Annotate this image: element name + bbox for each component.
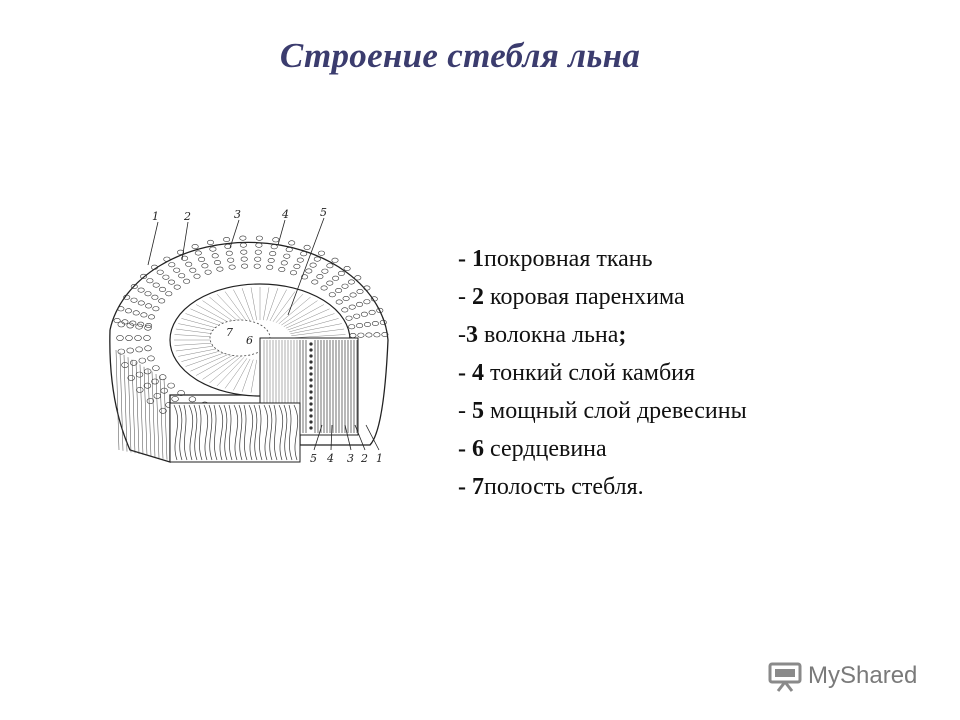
watermark-text: MyShared xyxy=(808,662,918,689)
myshared-watermark: MyShared xyxy=(768,656,938,696)
slide-title: Строение стебля льна xyxy=(279,36,641,75)
legend-dash: - xyxy=(458,246,472,272)
legend-text: мощный слой древесины xyxy=(484,398,747,424)
legend-dash: - xyxy=(458,322,466,348)
legend-item: - 2 коровая паренхима xyxy=(458,278,898,316)
label-top-4: 4 xyxy=(281,208,289,221)
legend-dash: - xyxy=(458,360,472,386)
legend-text: волокна льна xyxy=(478,322,619,348)
legend-item: - 7полость стебля. xyxy=(458,468,898,506)
legend-text: коровая паренхима xyxy=(484,284,685,310)
label-inner-6: 6 xyxy=(246,334,253,347)
legend-dash: - xyxy=(458,398,472,424)
legend-text: тонкий слой камбия xyxy=(484,360,696,386)
legend-dash: - xyxy=(458,474,472,500)
presentation-board-icon xyxy=(768,662,802,692)
legend-item: - 5 мощный слой древесины xyxy=(458,392,898,430)
legend-number: 7 xyxy=(472,474,484,500)
legend-number: 4 xyxy=(472,360,484,386)
legend-suffix: ; xyxy=(618,322,627,348)
label-bottom-4: 4 xyxy=(326,452,334,465)
label-top-5: 5 xyxy=(320,206,327,219)
legend-number: 3 xyxy=(466,322,478,348)
flax-stem-cross-section-diagram: 1 2 3 4 5 5 4 3 2 1 7 6 xyxy=(109,206,389,465)
legend-number: 6 xyxy=(472,436,484,462)
legend-dash: - xyxy=(458,284,472,310)
legend-item: - 1покровная ткань xyxy=(458,240,898,278)
legend-number: 1 xyxy=(472,246,484,272)
legend-item: -3 волокна льна; xyxy=(458,316,898,354)
label-bottom-3: 3 xyxy=(347,452,354,465)
legend-dash: - xyxy=(458,436,472,462)
label-top-2: 2 xyxy=(183,210,191,223)
legend-text: сердцевина xyxy=(484,436,607,462)
legend-number: 5 xyxy=(472,398,484,424)
legend-item: - 4 тонкий слой камбия xyxy=(458,354,898,392)
label-top-3: 3 xyxy=(234,208,241,221)
legend-text: покровная ткань xyxy=(484,246,653,272)
label-bottom-1: 1 xyxy=(376,452,383,465)
legend-list: - 1покровная ткань- 2 коровая паренхима … xyxy=(458,240,898,506)
legend-item: - 6 сердцевина xyxy=(458,430,898,468)
label-bottom-2: 2 xyxy=(360,452,368,465)
legend-text: полость стебля. xyxy=(484,474,644,500)
label-inner-7: 7 xyxy=(226,326,233,339)
legend-number: 2 xyxy=(472,284,484,310)
label-bottom-5: 5 xyxy=(310,452,317,465)
label-top-1: 1 xyxy=(152,210,159,223)
